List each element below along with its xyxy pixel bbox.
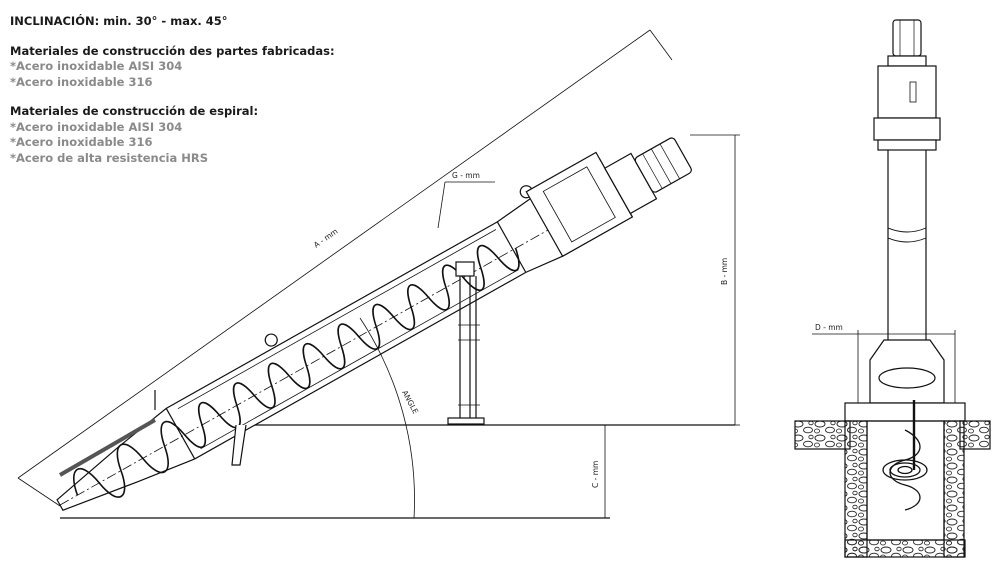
dim-a-line — [17, 29, 651, 479]
ground-left — [794, 420, 851, 450]
front-inlet — [869, 339, 945, 404]
side-view — [17, 29, 740, 519]
materials-notes: INCLINACIÓN: min. 30° - max. 45° Materia… — [10, 14, 430, 166]
pit-wall-right — [943, 420, 965, 558]
dim-d-label: D - mm — [815, 323, 843, 332]
support-stand — [447, 261, 485, 425]
spiral-flight — [72, 244, 520, 498]
spiral-heading: Materiales de construcción de espiral: — [10, 104, 259, 118]
spiral-material-item: *Acero de alta resistencia HRS — [10, 150, 208, 165]
inlet-rod — [58, 418, 157, 477]
inclination-spec: INCLINACIÓN: min. 30° - max. 45° — [10, 14, 228, 28]
dim-b-label: B - mm — [720, 258, 729, 285]
conveyor-tube — [56, 137, 692, 511]
angle-arc — [359, 317, 415, 519]
front-motor — [892, 19, 922, 57]
fabricated-material-item: *Acero inoxidable 316 — [10, 74, 153, 89]
dim-c-label: C - mm — [591, 461, 600, 488]
front-support — [231, 424, 247, 466]
front-view — [794, 19, 991, 558]
dim-g-label: G - mm — [452, 171, 480, 180]
dim-a-label: A - mm — [312, 227, 339, 250]
angle-label: ANGLE — [400, 389, 420, 416]
fabricated-parts-heading: Materiales de construcción des partes fa… — [10, 43, 335, 58]
spiral-material-item: *Acero inoxidable AISI 304 — [10, 119, 183, 134]
ground-right — [959, 420, 991, 450]
front-spiral — [882, 429, 928, 511]
spiral-material-item: *Acero inoxidable 316 — [10, 135, 153, 149]
fabricated-material-item: *Acero inoxidable AISI 304 — [10, 59, 183, 73]
front-gearbox — [887, 55, 927, 67]
front-drive-housing — [877, 65, 937, 119]
pit-wall-left — [844, 420, 868, 558]
motor — [634, 137, 692, 193]
lifting-lug — [264, 333, 278, 347]
